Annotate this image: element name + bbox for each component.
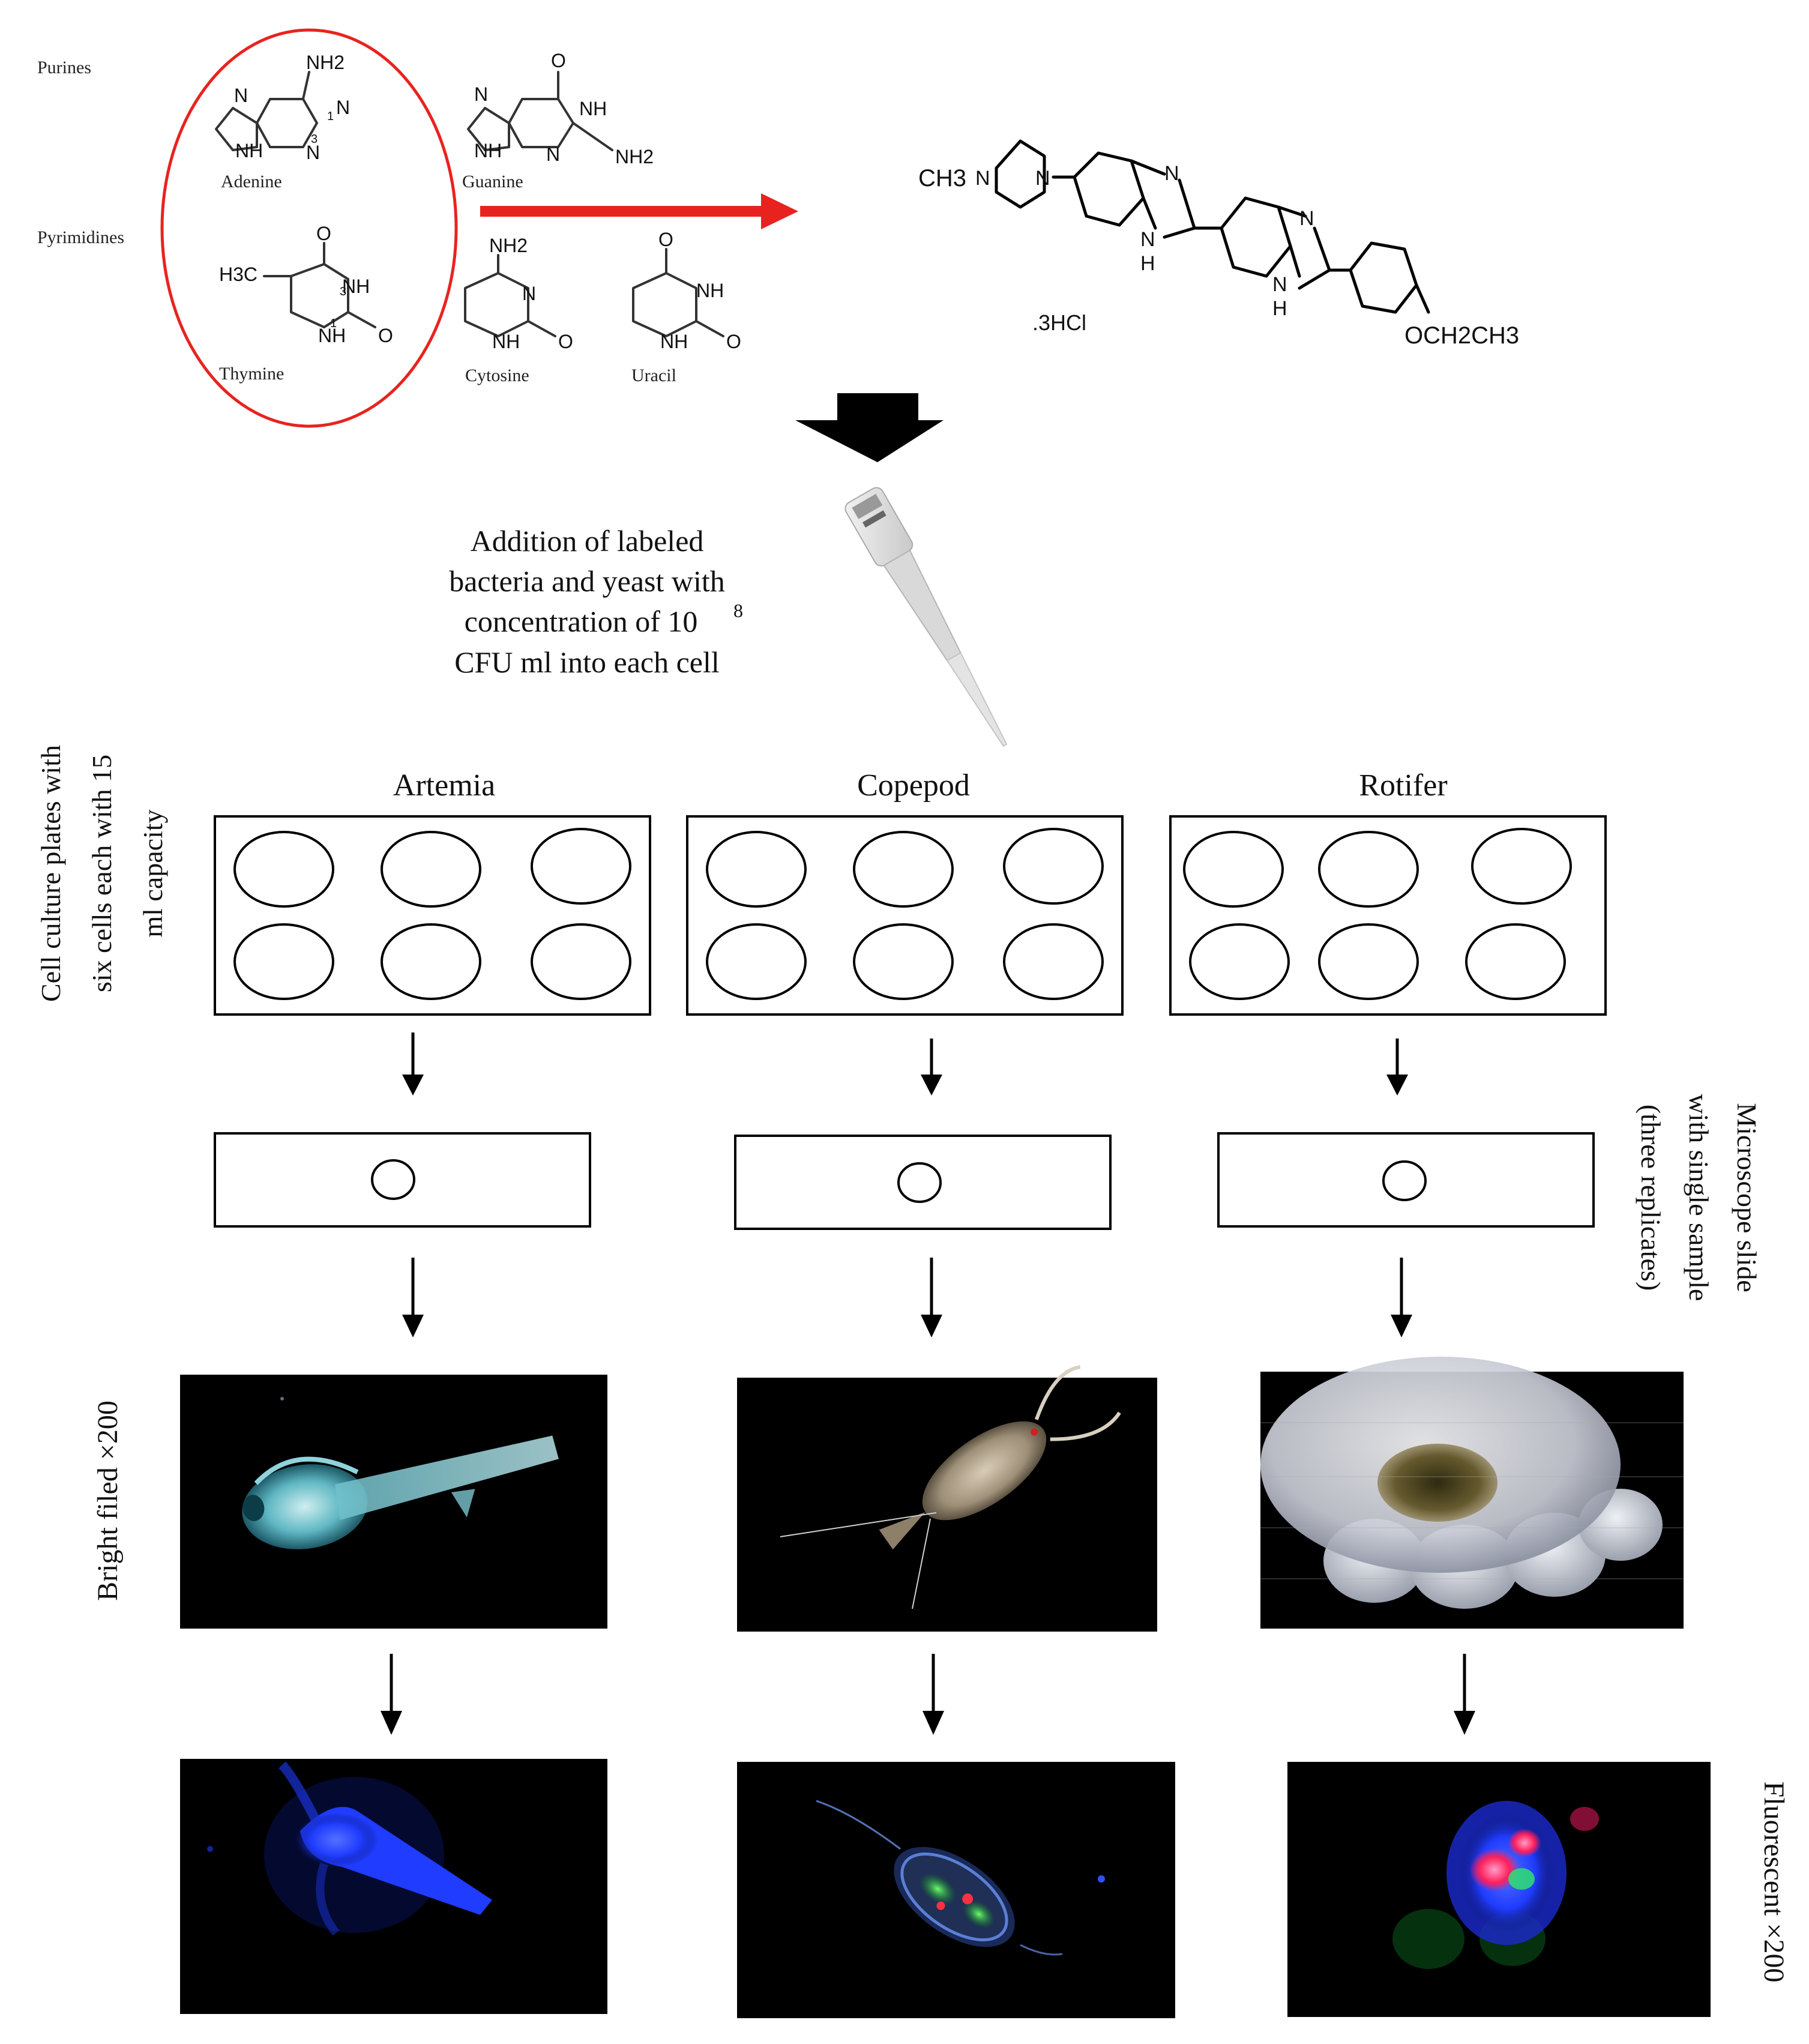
- addition-step-text: Addition of labeled bacteria and yeast w…: [449, 524, 743, 679]
- plates-side-label: Cell culture plates with six cells each …: [35, 745, 168, 1002]
- svg-text:NH: NH: [342, 276, 370, 297]
- svg-text:NH: NH: [579, 98, 607, 119]
- svg-text:H: H: [1272, 297, 1287, 320]
- svg-text:N: N: [1299, 207, 1314, 230]
- arrow-bright-to-fluorescent-artemia: [381, 1654, 402, 1735]
- adenine-structure: NH2 N N NH N 3 1 Adenine: [215, 52, 350, 191]
- svg-text:NH: NH: [660, 331, 688, 352]
- thymine-adenine-highlight-ellipse: [160, 28, 458, 428]
- svg-text:OCH2CH3: OCH2CH3: [1404, 322, 1519, 349]
- svg-text:O: O: [551, 50, 566, 71]
- svg-text:O: O: [658, 229, 673, 250]
- svg-text:NH2: NH2: [489, 235, 528, 256]
- svg-text:O: O: [558, 331, 573, 352]
- svg-text:N: N: [1272, 273, 1287, 296]
- fluorescent-image-copepod: [737, 1762, 1175, 2018]
- microscope-slide-copepod: [734, 1135, 1112, 1230]
- svg-text:8: 8: [733, 600, 743, 621]
- svg-text:N: N: [474, 83, 488, 105]
- arrow-plate-to-slide-copepod: [921, 1039, 942, 1096]
- svg-text:six cells each with 15: six cells each with 15: [86, 755, 117, 992]
- svg-text:N: N: [1140, 228, 1155, 251]
- svg-text:N: N: [975, 167, 990, 190]
- thymine-label: Thymine: [219, 364, 284, 384]
- svg-text:O: O: [726, 331, 741, 352]
- svg-text:H3C: H3C: [219, 264, 257, 285]
- arrow-plate-to-slide-artemia: [402, 1033, 424, 1096]
- svg-text:O: O: [316, 223, 331, 244]
- svg-text:concentration of 10: concentration of 10: [465, 604, 698, 638]
- svg-text:3: 3: [311, 133, 318, 146]
- adenine-label: Adenine: [221, 172, 282, 191]
- culture-plate-rotifer: [1169, 815, 1607, 1016]
- pipette-icon: [844, 487, 1008, 747]
- thymine-structure: O H3C NH NH O 3 1 Thymine: [219, 223, 393, 384]
- fluorescent-image-rotifer: [1287, 1762, 1711, 2017]
- microscope-slide-artemia: [214, 1132, 591, 1228]
- pyrimidines-label: Pyrimidines: [37, 228, 124, 247]
- bright-field-image-copepod: [737, 1365, 1157, 1632]
- svg-text:1: 1: [327, 110, 334, 123]
- svg-text:NH: NH: [492, 331, 520, 352]
- guanine-label: Guanine: [462, 172, 523, 191]
- bright-field-image-artemia: [180, 1375, 607, 1629]
- bright-field-image-rotifer: [1260, 1357, 1684, 1629]
- guanine-structure: O N NH NH N NH2 Guanine: [462, 50, 654, 191]
- organism-title-rotifer: Rotifer: [1359, 768, 1447, 803]
- svg-text:O: O: [378, 325, 393, 346]
- culture-plate-artemia: [214, 815, 651, 1016]
- svg-text:N: N: [1035, 167, 1050, 190]
- arrow-slide-to-bright-copepod: [921, 1258, 942, 1337]
- arrow-bright-to-fluorescent-copepod: [923, 1654, 944, 1735]
- svg-text:NH2: NH2: [306, 52, 345, 73]
- svg-text:NH: NH: [696, 280, 724, 301]
- svg-text:.3HCl: .3HCl: [1032, 310, 1086, 335]
- svg-text:with single sample: with single sample: [1684, 1094, 1714, 1301]
- svg-text:1: 1: [330, 317, 337, 330]
- svg-text:Microscope slide: Microscope slide: [1732, 1103, 1762, 1292]
- svg-text:N: N: [546, 143, 560, 165]
- svg-text:N: N: [1164, 162, 1179, 185]
- svg-text:N: N: [234, 85, 248, 106]
- red-binding-arrow: [480, 193, 798, 229]
- svg-text:NH: NH: [474, 140, 502, 161]
- big-down-arrow: [795, 393, 944, 462]
- svg-text:N: N: [522, 283, 536, 304]
- svg-text:NH: NH: [235, 140, 263, 161]
- arrow-plate-to-slide-rotifer: [1386, 1039, 1408, 1096]
- arrow-slide-to-bright-rotifer: [1391, 1258, 1412, 1337]
- uracil-label: Uracil: [631, 366, 676, 385]
- svg-text:3: 3: [340, 285, 346, 298]
- svg-text:NH2: NH2: [615, 146, 654, 167]
- svg-text:Bright filed ×200: Bright filed ×200: [92, 1400, 124, 1601]
- svg-text:Cell culture plates with: Cell culture plates with: [35, 745, 66, 1002]
- svg-text:bacteria and yeast with: bacteria and yeast with: [449, 564, 725, 598]
- cytosine-structure: NH2 N NH O Cytosine: [464, 235, 573, 385]
- svg-text:CH3: CH3: [918, 165, 966, 191]
- svg-text:CFU ml into each cell: CFU ml into each cell: [454, 645, 720, 679]
- organism-title-copepod: Copepod: [857, 768, 970, 803]
- cytosine-label: Cytosine: [465, 366, 529, 385]
- microscope-slide-rotifer: [1217, 1132, 1595, 1228]
- fluorescent-image-artemia: [180, 1759, 607, 2014]
- bright-field-side-label: Bright filed ×200: [92, 1400, 124, 1601]
- uracil-structure: O NH NH O Uracil: [631, 229, 741, 385]
- svg-text:(three replicates): (three replicates): [1636, 1105, 1666, 1291]
- culture-plate-copepod: [686, 815, 1124, 1016]
- svg-text:ml capacity: ml capacity: [137, 809, 168, 937]
- svg-text:H: H: [1140, 252, 1155, 275]
- fluorescent-side-label: Fluorescent ×200: [1758, 1781, 1790, 1982]
- svg-text:Addition of labeled: Addition of labeled: [471, 524, 704, 558]
- svg-text:NH: NH: [318, 325, 346, 346]
- arrow-bright-to-fluorescent-rotifer: [1454, 1654, 1475, 1735]
- organism-title-artemia: Artemia: [393, 768, 495, 803]
- svg-text:Fluorescent ×200: Fluorescent ×200: [1758, 1781, 1790, 1982]
- fluorescent-dye-structure: CH3 N N N N H N N H .3HCl OCH2CH3: [918, 139, 1519, 349]
- purines-label: Purines: [37, 58, 91, 77]
- arrow-slide-to-bright-artemia: [402, 1258, 424, 1337]
- svg-text:N: N: [336, 97, 350, 118]
- svg-text:N: N: [306, 142, 320, 163]
- slides-side-label: Microscope slide with single sample (thr…: [1636, 1094, 1762, 1301]
